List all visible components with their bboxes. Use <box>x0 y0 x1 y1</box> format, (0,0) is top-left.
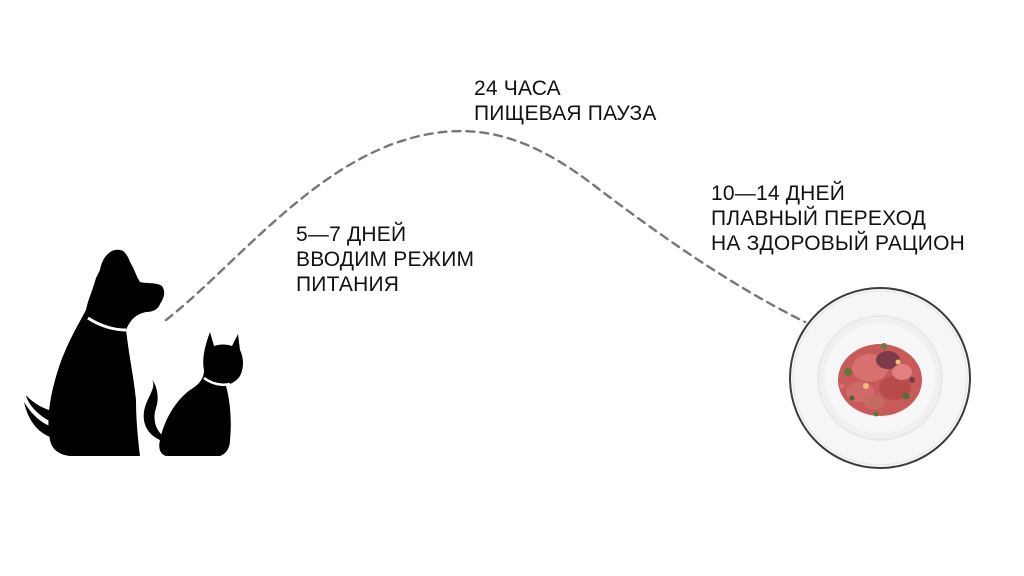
stage-duration: 10—14 ДНЕЙ <box>711 182 846 205</box>
plate-with-food-icon <box>789 287 971 469</box>
stage-duration: 5—7 ДНЕЙ <box>296 223 407 246</box>
journey-dashed-path <box>164 129 807 324</box>
stage-duration: 24 ЧАСА <box>474 77 561 100</box>
stage-label-transition: 10—14 ДНЕЙ ПЛАВНЫЙ ПЕРЕХОД НА ЗДОРОВЫЙ Р… <box>711 181 965 256</box>
food-portion <box>838 343 922 417</box>
stage-description-line: ПЛАВНЫЙ ПЕРЕХОД <box>711 207 927 230</box>
stage-description-line: ВВОДИМ РЕЖИМ <box>296 248 475 271</box>
stage-description-line: ПИТАНИЯ <box>296 273 400 296</box>
stage-label-pause: 24 ЧАСА ПИЩЕВАЯ ПАУЗА <box>474 76 657 126</box>
stage-label-intro: 5—7 ДНЕЙ ВВОДИМ РЕЖИМ ПИТАНИЯ <box>296 222 474 297</box>
dog-icon <box>24 249 165 456</box>
cat-icon <box>143 332 243 456</box>
stage-description-line: НА ЗДОРОВЫЙ РАЦИОН <box>711 232 965 255</box>
stage-description-line: ПИЩЕВАЯ ПАУЗА <box>474 102 657 125</box>
dog-and-cat-silhouette-icon <box>24 249 243 456</box>
